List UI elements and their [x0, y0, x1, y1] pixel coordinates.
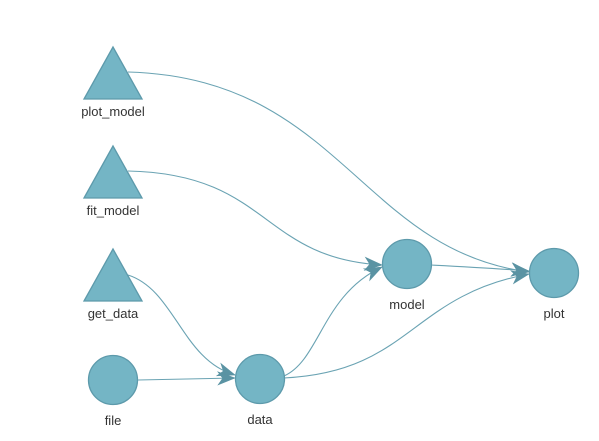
edge-line: [127, 71, 530, 273]
node-get-data[interactable]: get_data: [82, 247, 144, 321]
arrowhead-icon: [362, 266, 383, 282]
node-data[interactable]: data: [234, 353, 286, 428]
node-label: plot: [544, 306, 565, 321]
node-model[interactable]: model: [381, 238, 433, 313]
triangle-icon[interactable]: [82, 144, 144, 199]
node-label: data: [247, 412, 273, 427]
node-label: file: [105, 413, 122, 428]
arrowhead-icon: [217, 371, 236, 386]
node-plot[interactable]: plot: [528, 247, 580, 322]
edge-get_data-to-data: [127, 274, 236, 377]
edge-plot_model-to-plot: [127, 71, 530, 277]
triangle-icon[interactable]: [82, 247, 144, 302]
node-label: plot_model: [81, 104, 145, 119]
node-label: get_data: [88, 306, 139, 321]
edge-line: [283, 266, 383, 377]
arrowhead-icon: [510, 262, 530, 277]
node-file[interactable]: file: [87, 354, 139, 429]
node-label: model: [389, 297, 425, 312]
edge-data-to-model: [283, 266, 383, 377]
node-plot-model[interactable]: plot_model: [81, 45, 145, 119]
edge-line: [283, 273, 530, 379]
circle-icon[interactable]: [381, 238, 433, 290]
circle-icon[interactable]: [234, 353, 286, 405]
edge-fit_model-to-model: [127, 170, 383, 271]
triangle-icon[interactable]: [82, 45, 144, 100]
edge-file-to-data: [137, 371, 236, 386]
edges-layer: [127, 71, 530, 386]
node-fit-model[interactable]: fit_model: [82, 144, 144, 218]
circle-icon[interactable]: [528, 247, 580, 299]
node-label: fit_model: [87, 203, 140, 218]
edge-model-to-plot: [430, 262, 530, 277]
edge-line: [127, 274, 236, 376]
edge-line: [137, 377, 236, 381]
edge-line: [127, 170, 383, 266]
circle-icon[interactable]: [87, 354, 139, 406]
